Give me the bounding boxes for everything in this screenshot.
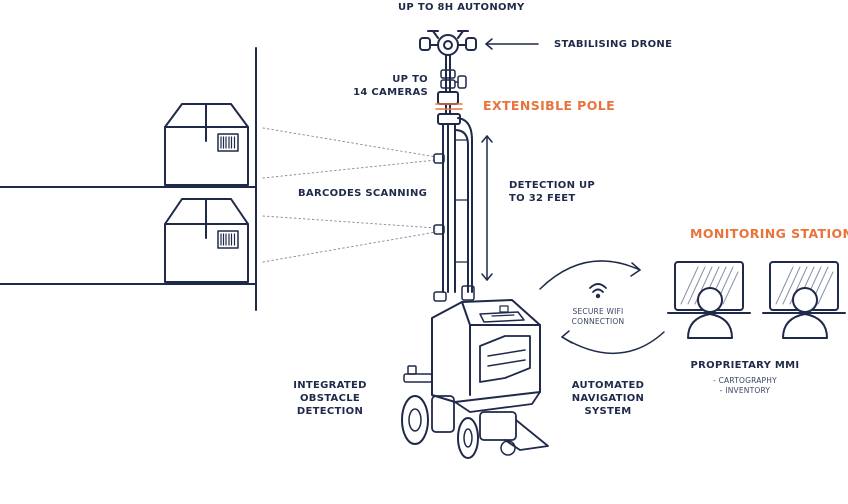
drone-arrow [485,38,539,50]
obstacle-label: INTEGRATED OBSTACLE DETECTION [286,379,374,418]
wifi-icon [589,283,607,299]
pole-main [437,113,473,293]
scan-beams [262,127,437,263]
connection-arrows [539,260,665,355]
detection-label-line1: DETECTION UP [509,180,596,191]
obstacle-label-line1: INTEGRATED [293,380,367,391]
wifi-label-line1: SECURE WIFI [572,307,624,316]
camera-mounts [433,153,475,302]
navigation-label-line2: NAVIGATION [571,393,645,404]
extension-mark [435,103,463,110]
pole-upper [437,59,467,115]
drone-icon [419,30,477,61]
navigation-label-line3: SYSTEM [584,406,632,417]
barcode-icon [217,230,239,249]
obstacle-label-line2: OBSTACLE [299,393,361,404]
drone-label: STABILISING DRONE [554,39,673,50]
barcode-icon [217,133,239,152]
user-icon [687,287,733,339]
monitoring-label: MONITORING STATION [690,226,848,241]
wifi-label-line2: CONNECTION [571,317,625,326]
mmi-label: PROPRIETARY MMI [690,360,800,371]
robot-icon [401,299,549,459]
detection-label: DETECTION UP TO 32 FEET [509,179,595,205]
cameras-label-line2: 14 CAMERAS [353,87,428,98]
cameras-label: UP TO 14 CAMERAS [352,73,428,99]
navigation-label-line1: AUTOMATED [571,380,645,391]
pole-label: EXTENSIBLE POLE [483,98,616,113]
detection-range-arrow [481,135,493,281]
navigation-label: AUTOMATED NAVIGATION SYSTEM [563,379,653,418]
wifi-label: SECURE WIFI CONNECTION [558,307,638,327]
laptop-icon [667,261,751,314]
shelf-structure [0,47,257,311]
box-icon [164,103,249,186]
detection-label-line2: TO 32 FEET [509,193,576,204]
box-icon [164,198,249,283]
mmi-item-inventory: - INVENTORY [719,386,771,395]
mmi-items: - CARTOGRAPHY - INVENTORY [700,376,790,396]
user-icon [782,287,828,339]
mmi-item-cartography: - CARTOGRAPHY [713,376,777,385]
barcodes-label: BARCODES SCANNING [298,188,428,199]
obstacle-label-line3: DETECTION [296,406,364,417]
autonomy-label: UP TO 8H AUTONOMY [398,2,525,13]
cameras-label-line1: UP TO [392,74,428,85]
